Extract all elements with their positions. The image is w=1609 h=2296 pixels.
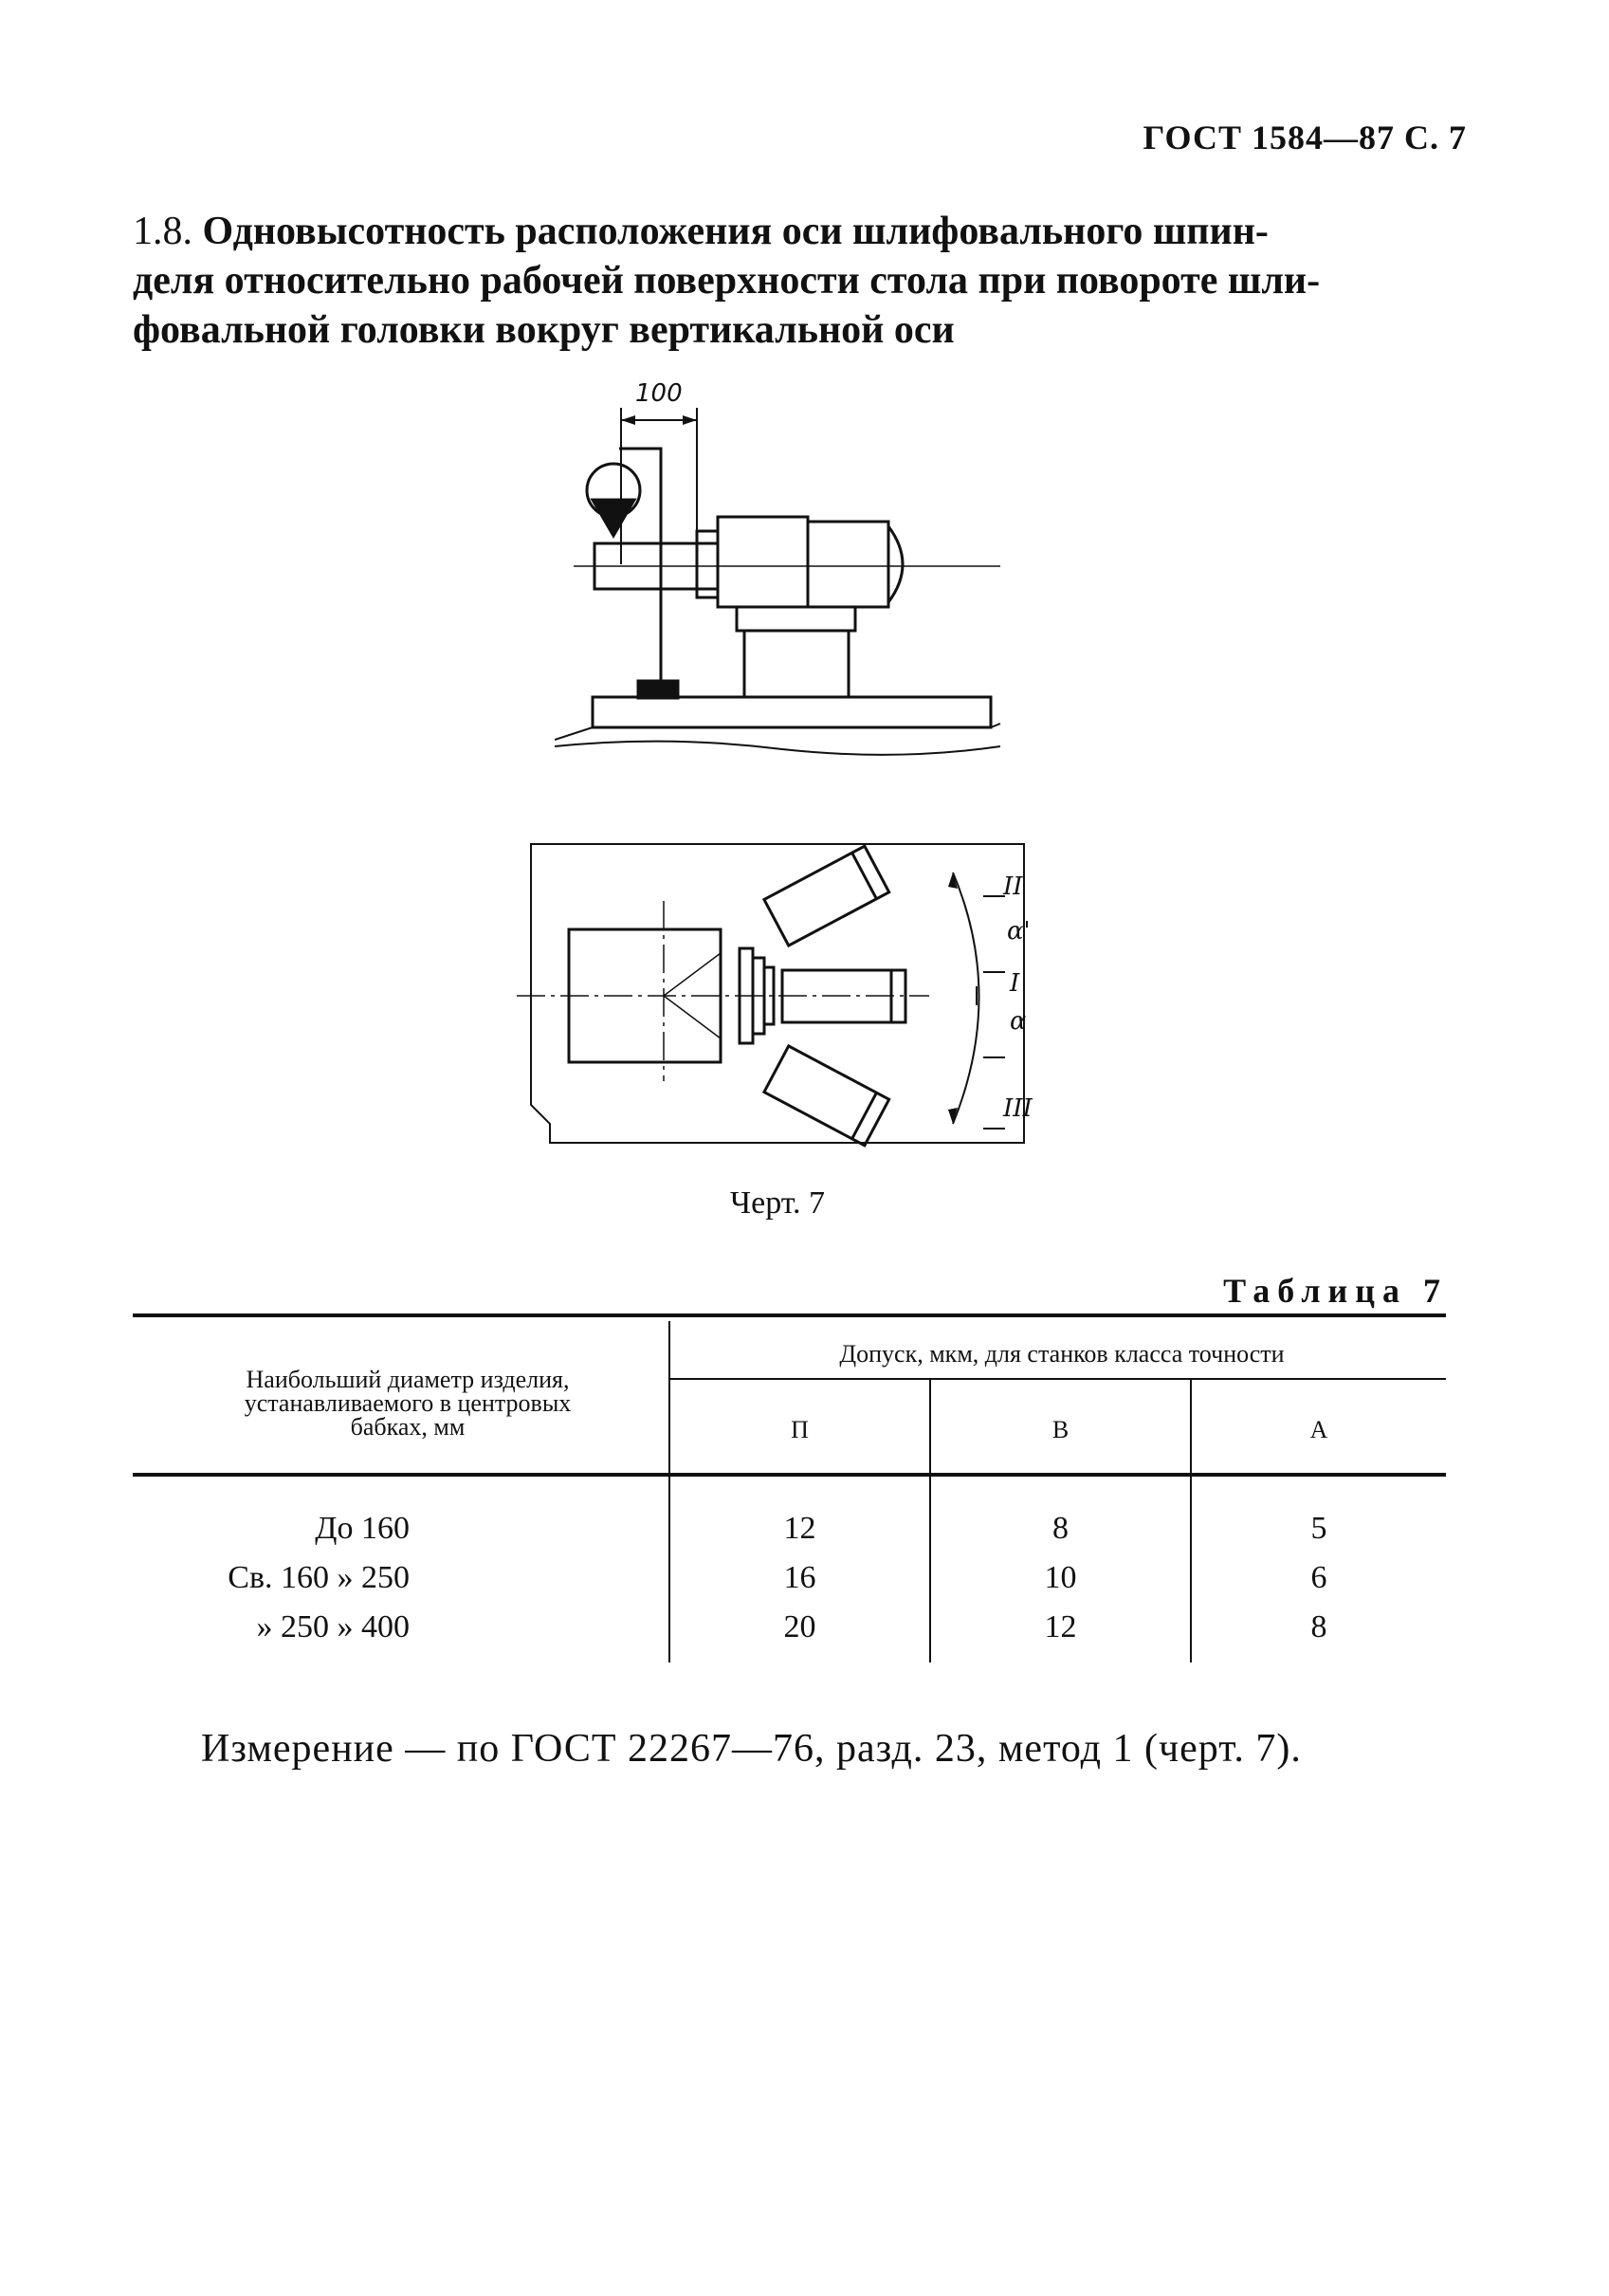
- table-header-rule: [133, 1473, 1446, 1477]
- table-row-1-label: До 160: [315, 1511, 410, 1546]
- table-row-3-value-V: 12: [1044, 1609, 1077, 1644]
- angle-label-alpha: α: [1010, 1007, 1027, 1036]
- table-row-1-value-V: 8: [1052, 1511, 1069, 1546]
- angle-label-alpha-prime: α': [1007, 917, 1031, 946]
- section-title-line-3: фовальной головки вокруг вертикальной ос…: [133, 308, 955, 352]
- position-label-III: III: [1002, 1094, 1033, 1123]
- row-header-line-3: бабках, мм: [350, 1413, 466, 1441]
- table-row-3-value-A: 8: [1310, 1609, 1327, 1644]
- table-divider: [929, 1380, 931, 1662]
- measurement-note: Измерение — по ГОСТ 22267—76, разд. 23, …: [201, 1727, 1302, 1771]
- table-row-1-value-A: 5: [1310, 1511, 1327, 1546]
- table-divider: [1190, 1380, 1192, 1662]
- table-row-3-value-P: 20: [783, 1609, 816, 1644]
- row-header-line-2: устанавливаемого в центровых: [244, 1389, 572, 1417]
- table-top-rule: [133, 1313, 1446, 1317]
- figure-caption: Черт. 7: [730, 1185, 826, 1221]
- table-divider: [668, 1321, 670, 1662]
- table-row-2-label: Св. 160 » 250: [228, 1560, 410, 1595]
- class-header-A: А: [1309, 1416, 1328, 1443]
- section-heading: 1.8. Одновысотность расположения оси шли…: [133, 207, 1460, 355]
- table-row-1-value-P: 12: [783, 1511, 816, 1546]
- page-header: ГОСТ 1584—87 С. 7: [1143, 119, 1467, 156]
- table-group-rule: [670, 1378, 1446, 1380]
- section-number: 1.8.: [133, 210, 192, 253]
- tolerance-table: Наибольший диаметр изделия, устанавливае…: [133, 1313, 1446, 1664]
- table-title: Таблица 7: [1223, 1272, 1448, 1310]
- row-header-line-1: Наибольший диаметр изделия,: [246, 1366, 570, 1393]
- position-label-II: II: [1002, 872, 1023, 901]
- side-view-drawing: 100: [555, 379, 1001, 756]
- table-row-2-value-V: 10: [1044, 1560, 1077, 1595]
- group-header: Допуск, мкм, для станков класса точности: [839, 1340, 1285, 1368]
- section-title-line-1: Одновысотность расположения оси шлифовал…: [202, 210, 1269, 253]
- dimension-label: 100: [635, 379, 683, 408]
- top-view-drawing: II α' I α III: [517, 843, 1033, 1148]
- table-row-3-label: » 250 » 400: [256, 1609, 411, 1644]
- table-row-2-value-A: 6: [1310, 1560, 1327, 1595]
- table-row-2-value-P: 16: [783, 1560, 816, 1595]
- section-title-line-2: деля относительно рабочей поверхности ст…: [133, 259, 1321, 303]
- position-label-I: I: [1009, 969, 1020, 998]
- class-header-V: В: [1051, 1416, 1070, 1443]
- class-header-P: П: [791, 1416, 809, 1443]
